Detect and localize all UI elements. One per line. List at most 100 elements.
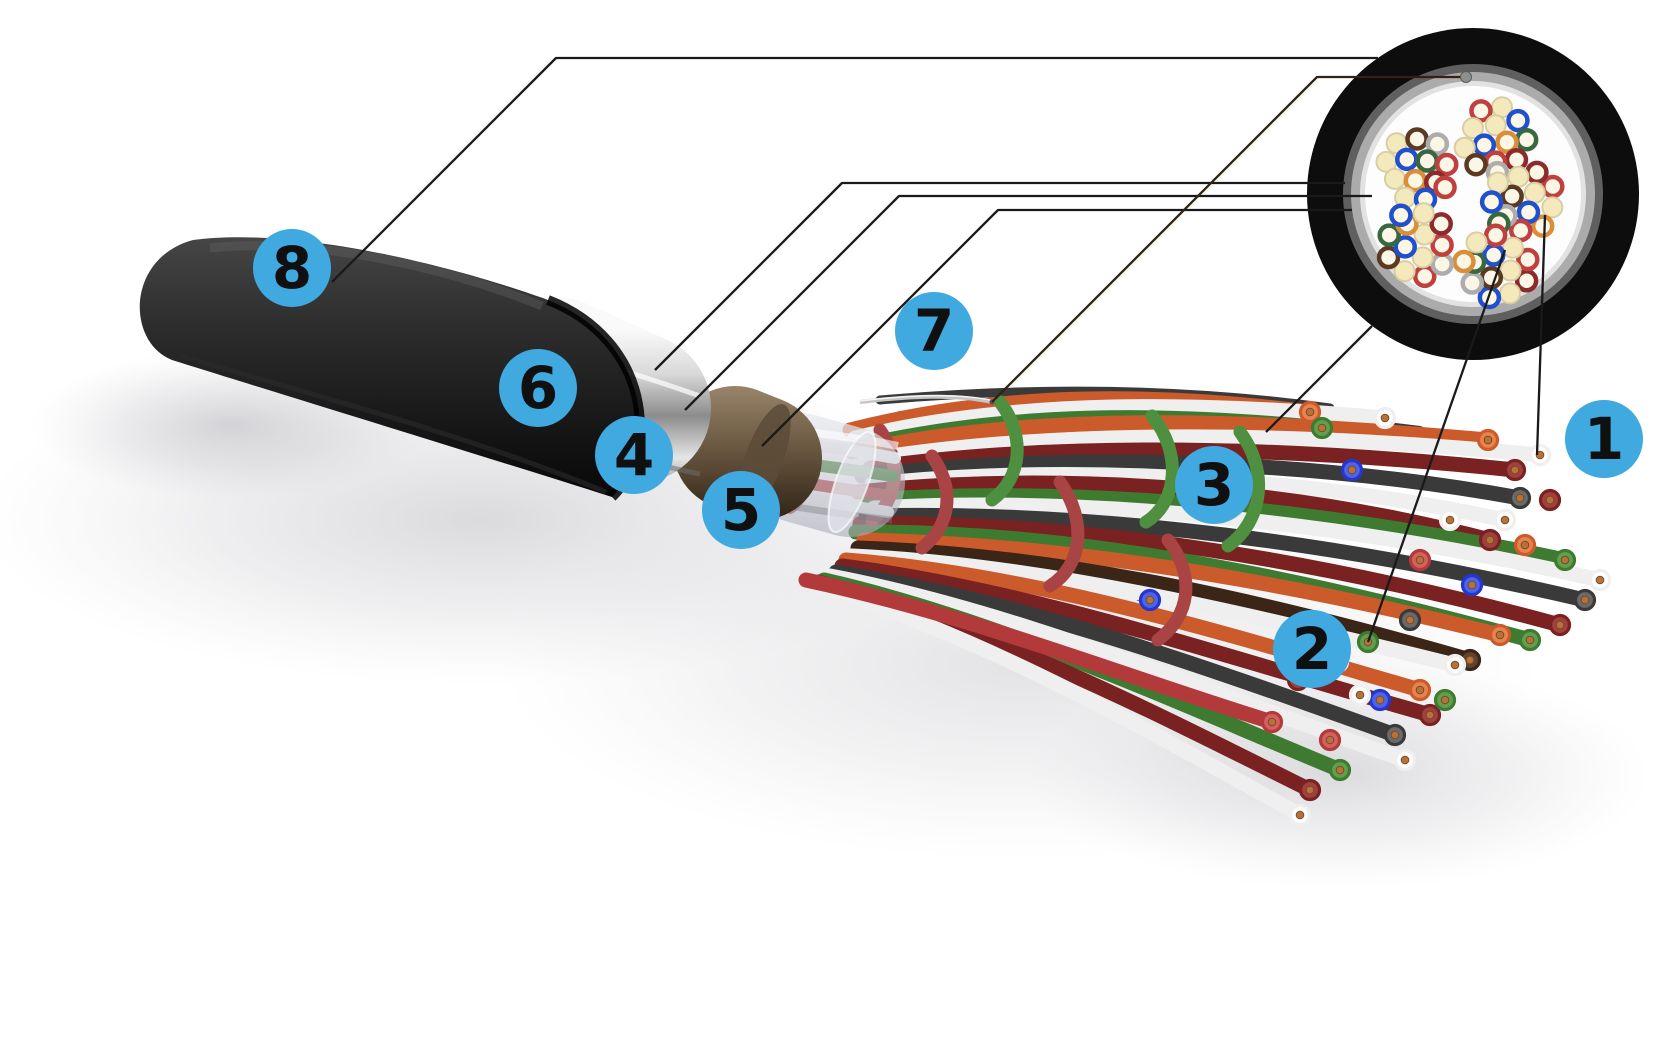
- wire: [850, 540, 1478, 668]
- inset-pair-wire-brown: [1464, 152, 1488, 177]
- callout-number: 3: [1193, 451, 1235, 519]
- inset-pair-wire-silver: [1425, 132, 1450, 156]
- inset-pair-wire-orange: [1530, 214, 1555, 238]
- wire-tip-orange: [1476, 428, 1500, 452]
- wire-tip-blue: [1138, 588, 1162, 612]
- wire-tip-maroon: [1418, 703, 1442, 727]
- callout-badge-5: 5: [702, 471, 780, 549]
- wire-tip-white: [1288, 803, 1312, 827]
- leader-line-6: [654, 181, 1345, 371]
- wire-tip-orange: [1513, 533, 1537, 557]
- wire-tip-green: [1553, 548, 1577, 572]
- callout-number: 4: [613, 421, 655, 489]
- wire-tip-green: [1328, 758, 1352, 782]
- wire-tip-orange: [1408, 678, 1432, 702]
- wire: [857, 429, 1548, 468]
- inset-pair-wire-silver: [1430, 252, 1454, 276]
- inset-pair-wire-red: [1433, 175, 1457, 200]
- inset-pair-wire-blue: [1479, 190, 1504, 214]
- wire-tip-orange: [1488, 623, 1512, 647]
- wire: [858, 507, 1593, 608]
- callout-badge-4: 4: [595, 416, 673, 494]
- wire-tip-white: [1528, 443, 1552, 467]
- callout-badge-7: 7: [895, 292, 973, 370]
- leader-line-2: [1366, 249, 1507, 643]
- callout-badge-8: 8: [253, 229, 331, 307]
- wire-tip-white: [1348, 683, 1372, 707]
- wire-tip-white: [1393, 748, 1417, 772]
- callout-badge-3: 3: [1175, 446, 1253, 524]
- callout-number: 5: [720, 476, 762, 544]
- leader-line-5: [761, 208, 1352, 447]
- inset-pair-wire-crimson: [1429, 212, 1453, 236]
- leader-lines: [331, 56, 1547, 643]
- inset-filler-wire: [1413, 223, 1436, 246]
- inset-pair-wire-orange: [1452, 249, 1476, 274]
- inset-pair-wire-green: [1514, 127, 1539, 152]
- binder-ribbon-green: [985, 395, 1024, 507]
- callout-badge-6: 6: [499, 349, 577, 427]
- wire-tip-green: [1518, 628, 1542, 652]
- inset-filler-wire: [1484, 114, 1507, 137]
- inset-filler-wire: [1412, 202, 1435, 225]
- inset-filler-wire: [1499, 259, 1522, 282]
- leader-line-8: [331, 56, 1378, 283]
- wire-tip-blue: [1368, 688, 1392, 712]
- wire-tip-green: [1310, 416, 1334, 440]
- wire-tip-white: [1493, 508, 1517, 532]
- inset-pair-wire-brown: [1405, 127, 1429, 151]
- inset-pair-clusters: [1375, 96, 1565, 310]
- inset-pair-wire-red: [1430, 233, 1454, 257]
- inset-filler-wire: [1465, 231, 1488, 254]
- leader-line-4: [684, 194, 1372, 411]
- wire-tip-white: [1443, 653, 1467, 677]
- wire: [822, 568, 1413, 768]
- wire-tip-green: [1433, 688, 1457, 712]
- inset-pair-wire-red: [1483, 223, 1508, 247]
- wire-tip-dark: [1383, 723, 1407, 747]
- callout-number: 7: [913, 297, 955, 365]
- inset-filler-wire: [1541, 196, 1564, 219]
- callout-badge-1: 1: [1565, 400, 1643, 478]
- wire: [862, 442, 1523, 478]
- inset-pair-wire-blue: [1393, 235, 1417, 259]
- binder-ribbon-red: [1151, 533, 1193, 647]
- inset-pair-wire-green: [1377, 223, 1401, 247]
- inset-pair-wire-blue: [1389, 203, 1413, 228]
- inset-pair-wire-orange: [1495, 130, 1519, 155]
- wire-bundle: [798, 386, 1608, 823]
- binder-ribbon-green: [1139, 409, 1179, 529]
- inset-filler-wire: [1393, 260, 1416, 283]
- wire-tip-red: [1318, 728, 1342, 752]
- inset-pair-wire-crimson: [1514, 269, 1539, 293]
- inset-filler-wire: [1507, 165, 1530, 188]
- wire: [804, 576, 1308, 823]
- inset-pair-wire-red: [1541, 174, 1565, 199]
- inset-pair-wire-brown: [1376, 245, 1401, 270]
- wire-tips: [1138, 400, 1612, 827]
- callout-number: 6: [517, 354, 559, 422]
- callout-number: 1: [1583, 405, 1625, 473]
- inset-pair-wire-blue: [1506, 108, 1530, 133]
- leader-line-1: [1535, 214, 1547, 456]
- wire: [834, 558, 1438, 723]
- inset-pair-wire-blue: [1395, 147, 1419, 172]
- inset-filler-wire: [1461, 117, 1484, 140]
- wire-tip-maroon: [1548, 613, 1572, 637]
- wire: [852, 516, 1568, 633]
- leader-line-3: [1265, 325, 1373, 433]
- wire-tip-maroon: [1478, 528, 1502, 552]
- binder-ribbon-red: [1043, 475, 1085, 593]
- callout-number: 2: [1291, 615, 1333, 683]
- wire-tip-white: [1373, 406, 1397, 430]
- wire-tip-dark: [1398, 608, 1422, 632]
- wire-tip-maroon: [1538, 488, 1562, 512]
- inset-filler-wire: [1486, 171, 1509, 194]
- leader-line-7: [991, 75, 1462, 403]
- inset-pair-wire-brown: [1500, 184, 1524, 209]
- binder-ribbon-green: [1221, 425, 1266, 553]
- inset-filler-wire: [1411, 246, 1434, 269]
- callout-number: 8: [271, 234, 313, 302]
